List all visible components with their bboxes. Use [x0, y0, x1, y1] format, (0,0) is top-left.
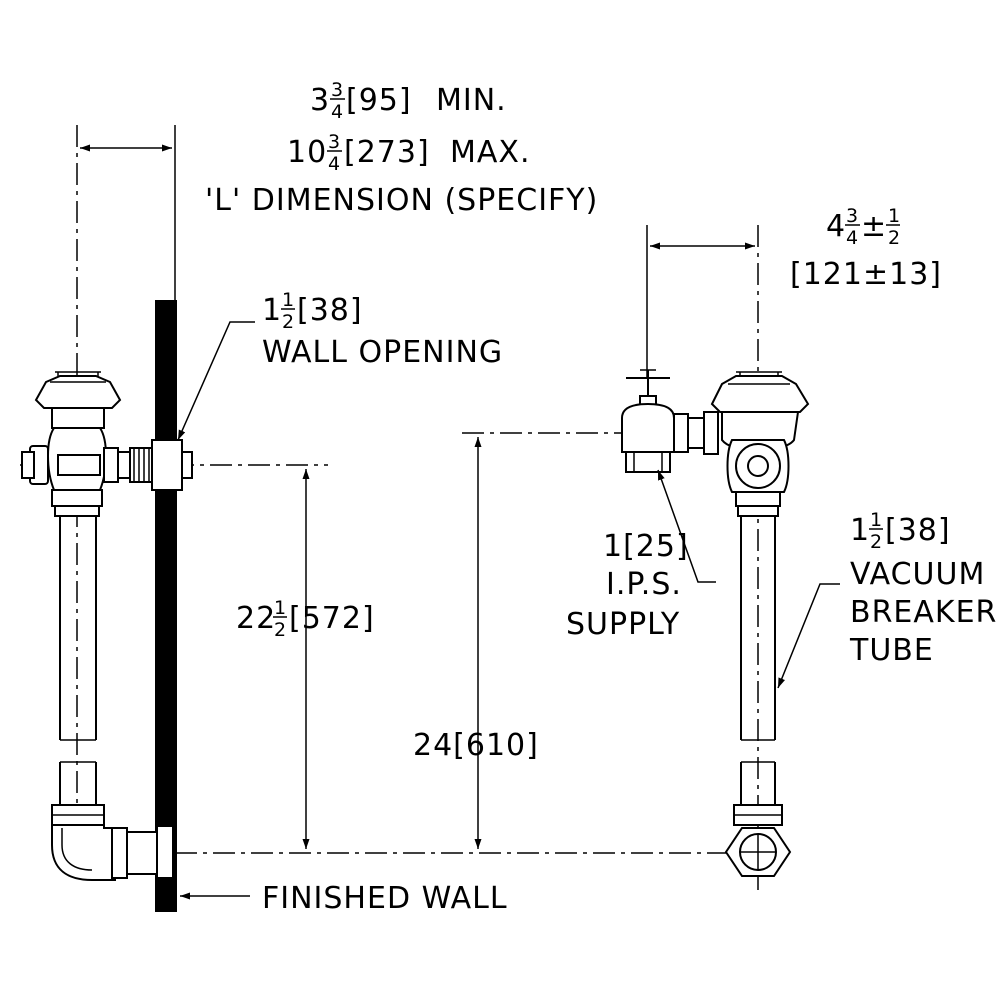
- offset-num: 3: [846, 205, 858, 227]
- height-24-label: 24[610]: [413, 728, 539, 763]
- l-min-metric: [95]: [346, 83, 412, 118]
- wall-opening-leader: [177, 321, 255, 441]
- l-dimension-note: 'L' DIMENSION (SPECIFY): [205, 183, 598, 218]
- vacuum-breaker-tube: [724, 516, 792, 877]
- wall-opening-metric: [38]: [297, 293, 363, 328]
- offset-den: 4: [846, 227, 858, 249]
- h22-whole: 22: [236, 601, 276, 636]
- offset-tol-sign: ±: [861, 209, 887, 244]
- l-min-whole: 3: [310, 83, 330, 118]
- l-min-den: 4: [331, 101, 343, 123]
- ips-line2: I.P.S.: [606, 567, 682, 602]
- offset-metric: [121±13]: [790, 257, 942, 292]
- h22-num: 1: [274, 597, 286, 619]
- l-max-suffix: MAX.: [450, 135, 531, 170]
- vb-whole: 1: [850, 513, 870, 548]
- l-min-num: 3: [331, 79, 343, 101]
- flushometer-valve-right: [710, 371, 810, 517]
- vb-den: 2: [870, 531, 882, 553]
- vb-line3: TUBE: [849, 633, 934, 668]
- control-stop: [621, 369, 719, 473]
- wall-opening-label: 1 1 2 [38] WALL OPENING: [262, 289, 503, 370]
- supply-offset-label: 4 3 4 ± 1 2 [121±13]: [790, 205, 942, 292]
- height-22-label: 22 1 2 [572]: [236, 597, 375, 641]
- vb-line2: BREAKER: [850, 595, 997, 630]
- vb-metric: [38]: [885, 513, 951, 548]
- vacuum-breaker-label: 1 1 2 [38] VACUUM BREAKER TUBE: [849, 509, 997, 668]
- ips-line1: 1[25]: [603, 529, 689, 564]
- vacuum-breaker-leader: [777, 583, 840, 689]
- flushometer-valve-left: [21, 371, 193, 517]
- l-max-label: 10 3 4 [273] MAX.: [287, 131, 531, 175]
- offset-tol-den: 2: [888, 227, 900, 249]
- right-front-view: [462, 225, 840, 890]
- ips-supply-leader: [657, 469, 716, 583]
- l-max-den: 4: [328, 153, 340, 175]
- ips-line3: SUPPLY: [566, 607, 680, 642]
- finished-wall: [155, 300, 177, 912]
- h22-den: 2: [274, 619, 286, 641]
- l-max-metric: [273]: [344, 135, 430, 170]
- left-side-view: [20, 125, 740, 912]
- flush-tube-left: [51, 516, 174, 881]
- vb-num: 1: [870, 509, 882, 531]
- l-max-num: 3: [328, 131, 340, 153]
- h22-metric: [572]: [289, 601, 375, 636]
- wall-opening-num: 1: [282, 289, 294, 311]
- vb-line1: VACUUM: [850, 557, 985, 592]
- offset-whole: 4: [826, 209, 846, 244]
- finished-wall-label: FINISHED WALL: [262, 881, 508, 916]
- offset-tol-num: 1: [888, 205, 900, 227]
- wall-opening-den: 2: [282, 311, 294, 333]
- wall-opening-whole: 1: [262, 293, 282, 328]
- l-min-label: 3 3 4 [95] MIN.: [310, 79, 507, 123]
- l-min-suffix: MIN.: [436, 83, 507, 118]
- wall-opening-text: WALL OPENING: [262, 335, 503, 370]
- l-max-whole: 10: [287, 135, 327, 170]
